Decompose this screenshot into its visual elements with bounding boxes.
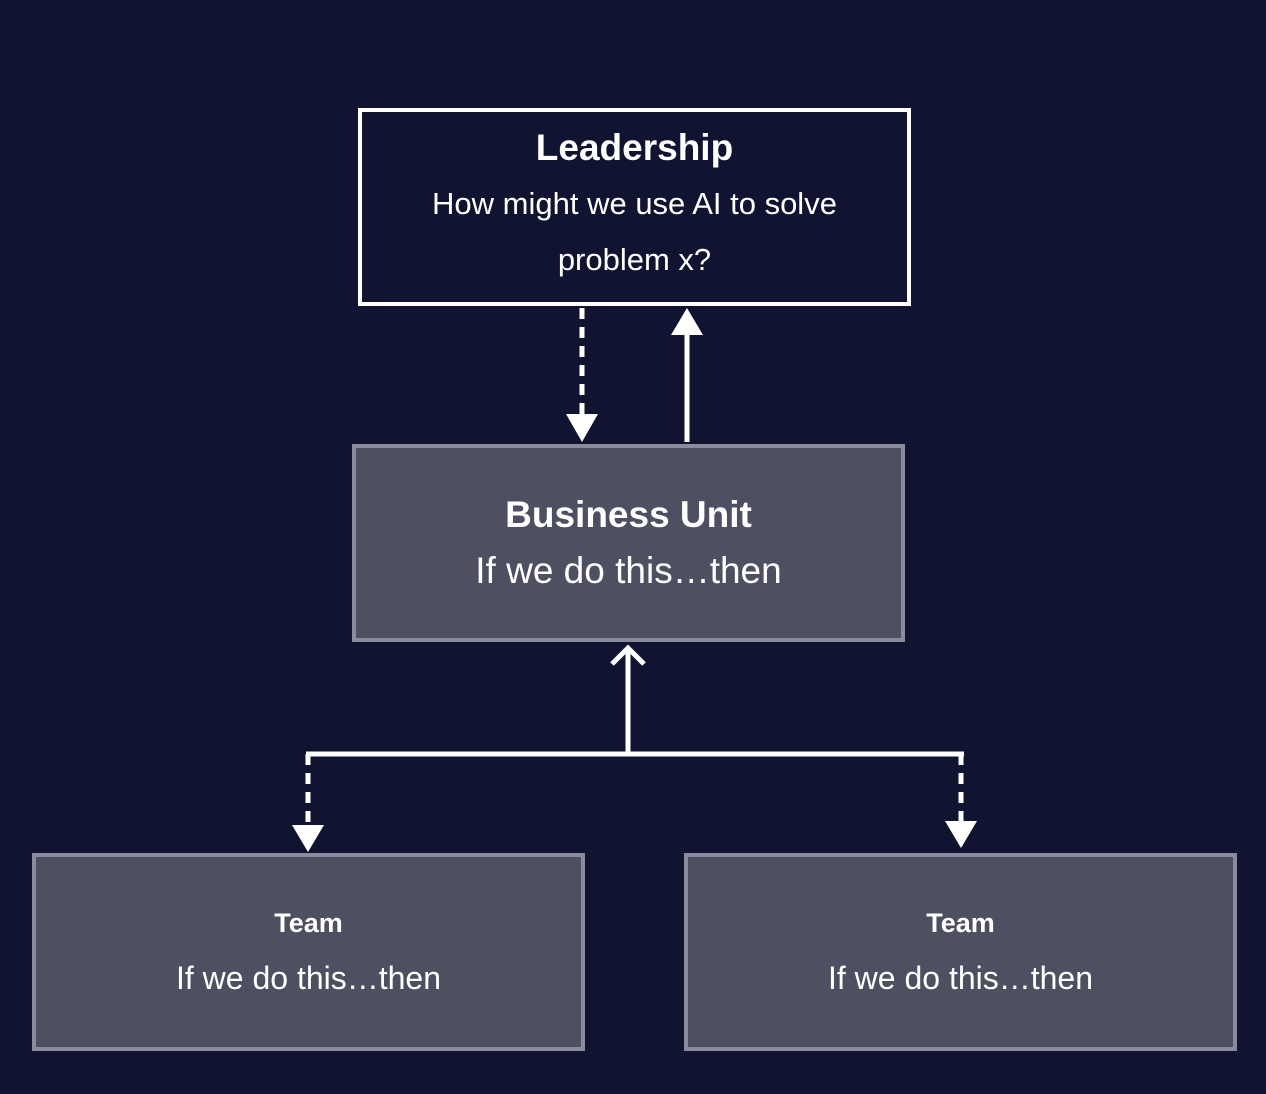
- business-unit-title: Business Unit: [505, 494, 752, 535]
- leadership-box: Leadership How might we use AI to solve …: [358, 108, 911, 306]
- leadership-title: Leadership: [535, 127, 734, 168]
- arrow-teams-to-bu: [610, 644, 646, 754]
- team-box-left: Team If we do this…then: [32, 853, 585, 1051]
- team-box-right: Team If we do this…then: [684, 853, 1237, 1051]
- team-right-title: Team: [926, 908, 995, 938]
- team-right-subtitle: If we do this…then: [827, 960, 1094, 996]
- arrow-leadership-to-bu: [566, 308, 598, 442]
- business-unit-subtitle: If we do this…then: [475, 550, 782, 591]
- business-unit-box: Business Unit If we do this…then: [352, 444, 905, 642]
- arrow-to-team-left: [292, 754, 324, 852]
- team-left-subtitle: If we do this…then: [175, 960, 442, 996]
- arrow-to-team-right: [945, 754, 977, 848]
- leadership-subtitle: How might we use AI to solve problem x?: [432, 186, 837, 277]
- arrow-bu-to-leadership: [671, 308, 703, 442]
- team-left-title: Team: [274, 908, 343, 938]
